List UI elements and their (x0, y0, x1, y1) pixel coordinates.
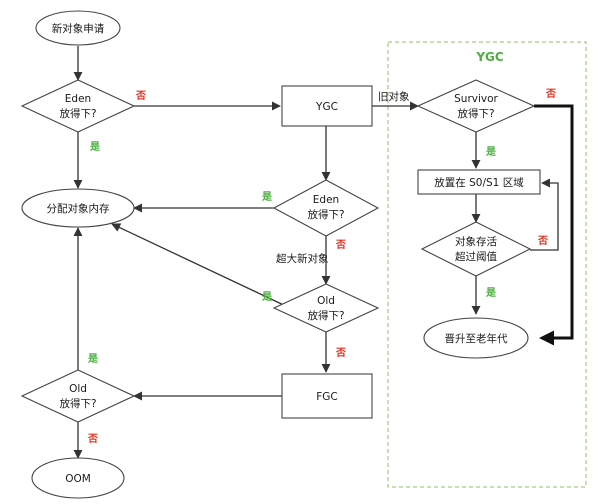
node-allocate: 分配对象内存 (21, 188, 135, 228)
old1-yes-label: 是 (261, 291, 272, 303)
place-s0s1-label: 放置在 S0/S1 区域 (434, 176, 524, 189)
allocate-ellipse (21, 188, 135, 228)
connectors (73, 46, 574, 459)
node-new-request: 新对象申请 (35, 10, 121, 46)
eden-check-2-line1: Eden (313, 194, 339, 206)
survivor-check-line1: Survivor (454, 93, 498, 105)
old-check-2-line1: Old (69, 383, 87, 395)
eden1-yes-label: 是 (89, 141, 100, 153)
node-old-check-2: Old 放得下? (20, 369, 136, 423)
eden-check-1-diamond (20, 79, 136, 133)
survivor-check-diamond (416, 79, 536, 133)
new-request-ellipse (35, 10, 121, 46)
eden-check-1-line2: 放得下? (59, 107, 96, 120)
new-request-label: 新对象申请 (52, 22, 105, 35)
node-oom: OOM (31, 457, 125, 499)
old-check-1-line2: 放得下? (307, 309, 344, 322)
ygc-group: YGC (387, 41, 587, 488)
arrow-threshold-back-to-place (530, 178, 559, 251)
fgc-box (281, 373, 373, 419)
old-check-1-diamond (272, 283, 380, 333)
arrow-old1-to-allocate (111, 223, 291, 309)
promote-old-ellipse (423, 317, 529, 359)
survive-threshold-line2: 超过阈值 (455, 250, 497, 263)
node-survivor-check: Survivor 放得下? (416, 79, 536, 133)
oom-ellipse (31, 457, 125, 499)
promote-old-label: 晋升至老年代 (445, 332, 508, 345)
eden-check-2-diamond (272, 179, 380, 237)
node-old-check-1: Old 放得下? (272, 283, 380, 333)
eden1-no-label: 否 (135, 90, 146, 102)
eden2-yes-label: 是 (261, 191, 272, 203)
fgc-label: FGC (316, 391, 338, 403)
arrow-survivor-to-promote-thick (534, 104, 574, 346)
eden-check-1-line1: Eden (65, 93, 91, 105)
node-eden-check-1: Eden 放得下? (20, 79, 136, 133)
huge-object-label: 超大新对象 (276, 252, 329, 265)
old2-no-label: 否 (87, 433, 98, 445)
old2-yes-label: 是 (87, 353, 98, 365)
oom-label: OOM (65, 473, 91, 485)
node-eden-check-2: Eden 放得下? (272, 179, 380, 237)
ygc-group-title: YGC (475, 50, 504, 64)
survive-threshold-line1: 对象存活 (455, 235, 497, 248)
ygc-box (281, 85, 373, 127)
old-object-label: 旧对象 (378, 90, 410, 103)
old1-no-label: 否 (335, 347, 346, 359)
eden-check-2-line2: 放得下? (307, 208, 344, 221)
survivor-no-label: 否 (545, 88, 556, 100)
ygc-group-border (387, 41, 587, 488)
survivor-yes-label: 是 (485, 146, 496, 158)
old-check-1-line1: Old (317, 295, 335, 307)
node-fgc: FGC (281, 373, 373, 419)
node-place-s0s1: 放置在 S0/S1 区域 (417, 169, 541, 195)
threshold-yes-label: 是 (485, 287, 496, 299)
eden2-no-label: 否 (335, 239, 346, 251)
node-ygc: YGC (281, 85, 373, 127)
old-check-2-line2: 放得下? (59, 397, 96, 410)
survivor-check-line2: 放得下? (457, 107, 494, 120)
allocate-label: 分配对象内存 (47, 202, 110, 215)
edge-labels: 是 否 旧对象 是 否 超大新对象 是 否 是 否 否 是 否 是 (87, 88, 556, 445)
old-check-2-diamond (20, 369, 136, 423)
threshold-no-label: 否 (537, 235, 548, 247)
survive-threshold-diamond (420, 221, 532, 277)
node-promote-old: 晋升至老年代 (423, 317, 529, 359)
place-s0s1-box (417, 169, 541, 195)
ygc-label: YGC (315, 101, 338, 113)
node-survive-threshold: 对象存活 超过阈值 (420, 221, 532, 277)
